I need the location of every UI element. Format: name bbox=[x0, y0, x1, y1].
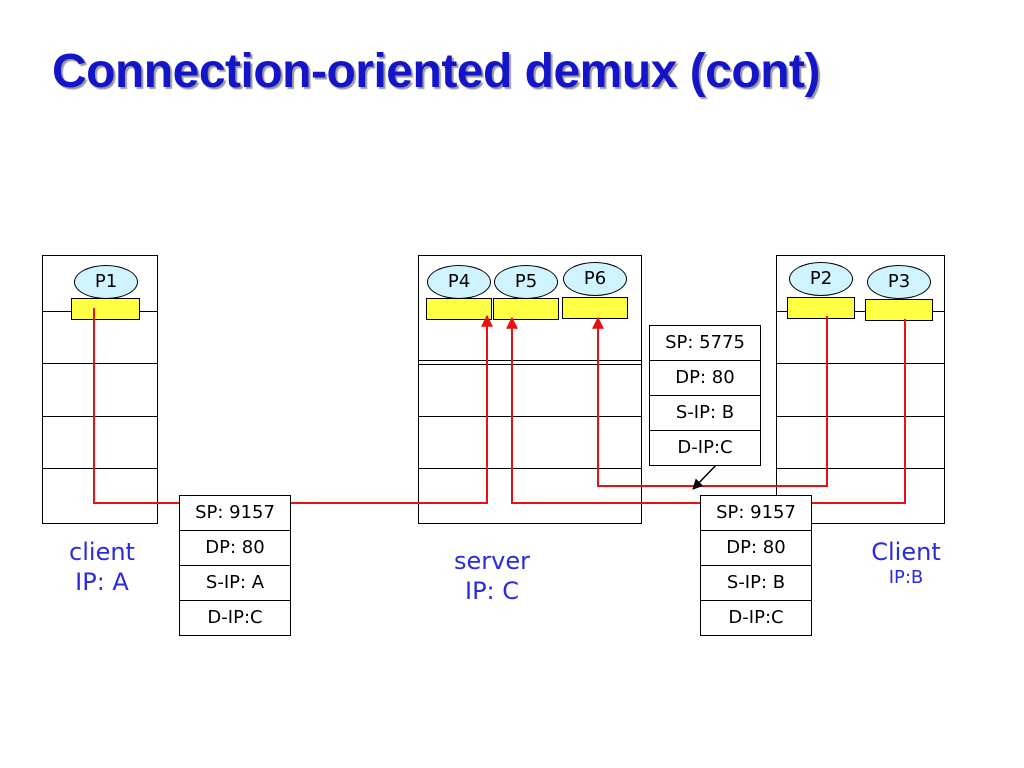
packet-field-dip: D-IP:C bbox=[207, 607, 263, 628]
process-p6: P6 bbox=[563, 262, 627, 296]
server-label: server IP: C bbox=[436, 546, 548, 606]
packet-pointer-arrow bbox=[692, 461, 720, 490]
client-a-label-line2: IP: A bbox=[75, 568, 129, 596]
packet-field-dip: D-IP:C bbox=[728, 607, 784, 628]
wire-p2-to-p6 bbox=[592, 316, 828, 487]
packet-client-b-top: SP: 5775 DP: 80 S-IP: B D-IP:C bbox=[649, 325, 761, 466]
packet-client-b-bottom: SP: 9157 DP: 80 S-IP: B D-IP:C bbox=[700, 495, 812, 636]
packet-field-sip: S-IP: B bbox=[650, 396, 760, 431]
packet-field-sip: S-IP: B bbox=[701, 566, 811, 601]
packet-field-sp: SP: 9157 bbox=[180, 496, 290, 531]
client-b-socket-p2 bbox=[787, 297, 855, 319]
process-p1: P1 bbox=[74, 265, 138, 299]
client-a-label-line1: client bbox=[69, 538, 135, 566]
packet-field-sp: SP: 9157 bbox=[701, 496, 811, 531]
wire-p1-to-p4 bbox=[93, 308, 493, 504]
client-b-label-line1: Client bbox=[871, 538, 941, 566]
packet-field-dp: DP: 80 bbox=[701, 531, 811, 566]
client-b-socket-p3 bbox=[865, 299, 933, 321]
packet-field-sip: S-IP: A bbox=[180, 566, 290, 601]
packet-field-dp: DP: 80 bbox=[650, 361, 760, 396]
packet-field-sp: SP: 5775 bbox=[650, 326, 760, 361]
process-p5: P5 bbox=[494, 265, 558, 299]
client-a-label: client IP: A bbox=[50, 537, 154, 597]
server-label-line1: server bbox=[454, 547, 530, 575]
client-b-label: Client IP:B bbox=[856, 537, 956, 589]
packet-client-a: SP: 9157 DP: 80 S-IP: A D-IP:C bbox=[179, 495, 291, 636]
process-p3: P3 bbox=[867, 265, 931, 299]
process-p4: P4 bbox=[427, 265, 491, 299]
process-p2: P2 bbox=[789, 262, 853, 296]
packet-field-dip: D-IP:C bbox=[677, 437, 733, 458]
packet-field-dp: DP: 80 bbox=[180, 531, 290, 566]
client-b-label-line2: IP:B bbox=[888, 567, 924, 588]
page-title: Connection-oriented demux (cont) bbox=[52, 45, 820, 98]
server-label-line2: IP: C bbox=[464, 577, 520, 605]
